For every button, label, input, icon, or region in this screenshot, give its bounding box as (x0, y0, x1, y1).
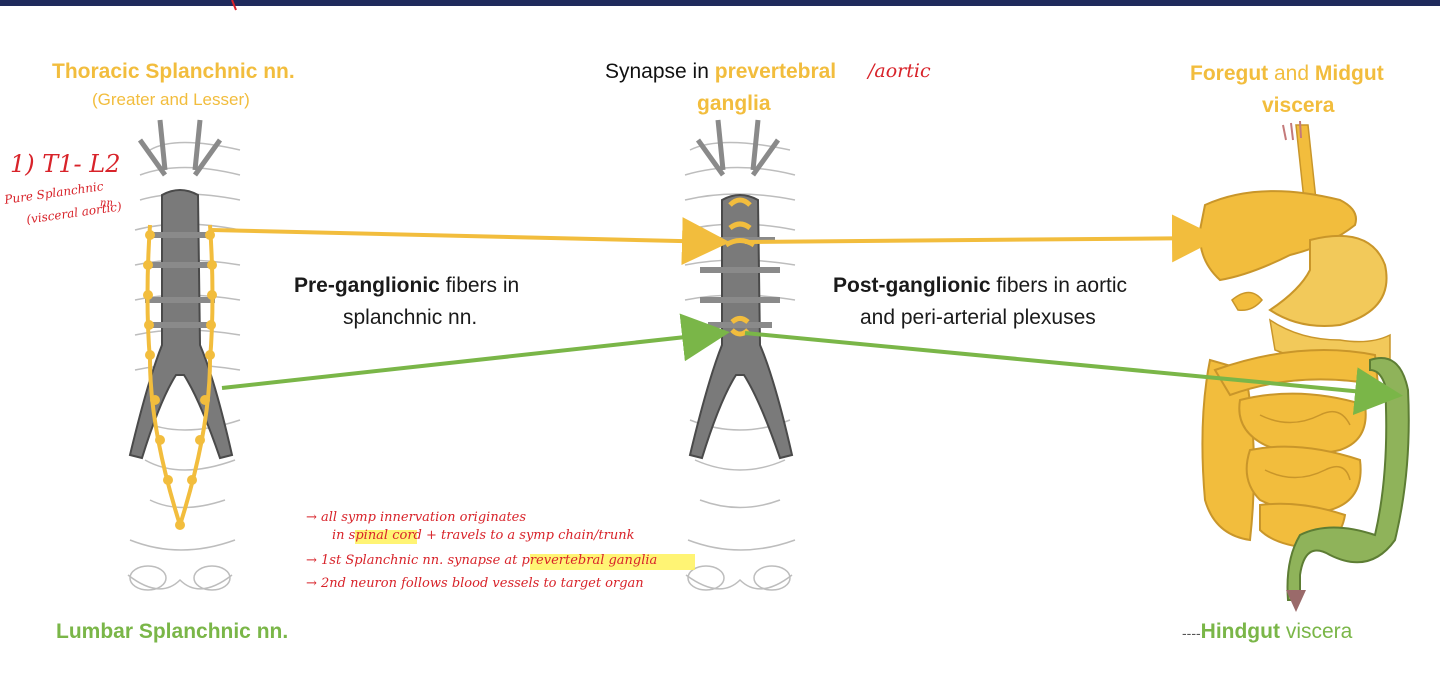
midgut-word: Midgut (1314, 62, 1384, 85)
handwritten-note-b: nn (100, 198, 113, 209)
preganglionic-caption: Pre-ganglionic fibers in (294, 270, 519, 301)
handwritten-bullet-1b: in spinal cord + travels to a symp chain… (332, 528, 635, 543)
lumbar-splanchnic-label: Lumbar Splanchnic nn. (56, 620, 289, 643)
handwritten-bullet-2: → 1st Splanchnic nn. synapse at preverte… (306, 553, 658, 568)
handwritten-bullet-3: → 2nd neuron follows blood vessels to ta… (306, 576, 644, 591)
hindgut-dash: ---- (1182, 625, 1201, 641)
gut-viscera-illustration (1198, 120, 1410, 612)
foregut-midgut-label-line2: viscera (1262, 94, 1335, 117)
postganglionic-hindgut-arrow (744, 331, 1403, 416)
synapse-prefix: Synapse in (605, 60, 709, 83)
synapse-label: Synapse in prevertebral (605, 60, 836, 84)
foregut-word: Foregut (1190, 62, 1269, 85)
postganglionic-caption: Post-ganglionic fibers in aortic (833, 270, 1127, 301)
synapse-label-line2: ganglia (697, 92, 771, 115)
thoracic-splanchnic-label: Thoracic Splanchnic nn. (52, 60, 295, 83)
foregut-and: and (1274, 62, 1310, 85)
thoracic-splanchnic-sublabel: (Greater and Lesser) (92, 90, 250, 109)
synapse-highlight: prevertebral (714, 60, 837, 83)
postganglionic-foregut-arrow (744, 214, 1220, 263)
handwritten-bullet-1a: → all symp innervation originates (306, 510, 527, 525)
postganglionic-bold: Post-ganglionic (833, 274, 991, 297)
postganglionic-caption-line2: and peri-arterial plexuses (860, 306, 1096, 329)
preganglionic-bold: Pre-ganglionic (294, 274, 440, 297)
left-spine-illustration (127, 119, 241, 591)
preganglionic-rest: fibers in (445, 274, 520, 297)
postganglionic-rest: fibers in aortic (996, 274, 1128, 297)
hindgut-word: Hindgut (1200, 620, 1280, 643)
hindgut-viscera-word: viscera (1285, 620, 1353, 643)
preganglionic-caption-line2: splanchnic nn. (343, 306, 478, 329)
top-rule (0, 0, 1440, 6)
preganglionic-thoracic-arrow (211, 217, 730, 266)
preganglionic-lumbar-arrow (221, 313, 730, 390)
hindgut-label: ----Hindgut viscera (1182, 620, 1352, 644)
middle-spine-illustration (684, 119, 796, 591)
handwritten-level: 1) T1- L2 (10, 150, 121, 178)
foregut-midgut-label: Foregut and Midgut (1190, 62, 1384, 86)
handwritten-aortic: /aortic (868, 60, 931, 82)
